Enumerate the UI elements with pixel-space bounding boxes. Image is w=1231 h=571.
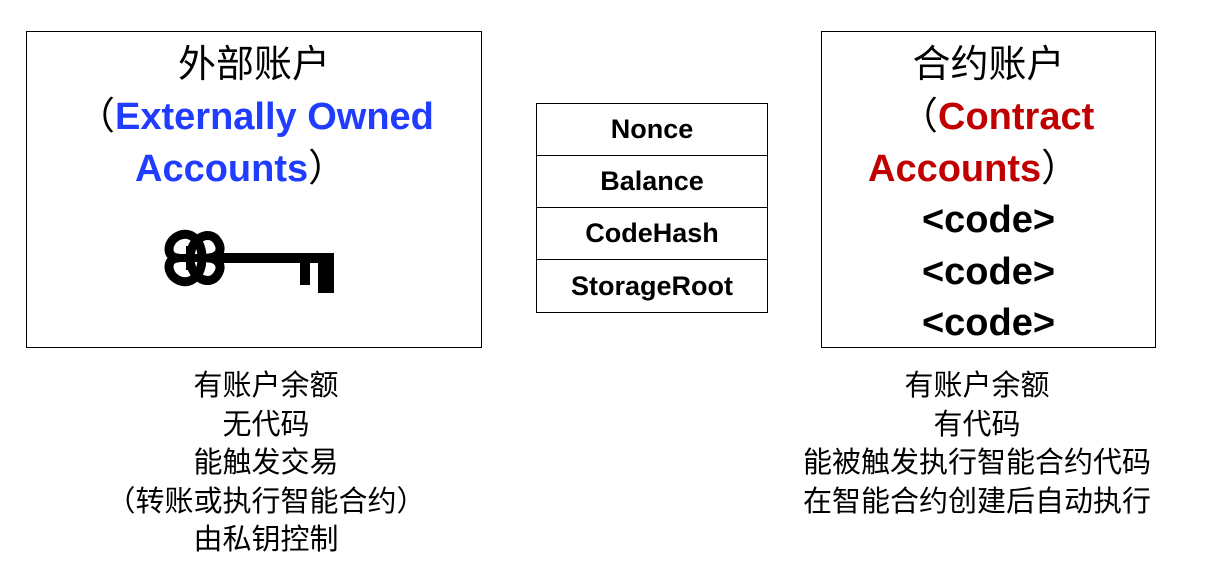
field-storageroot: StorageRoot	[571, 270, 733, 301]
contract-feature: 有代码	[933, 406, 1021, 441]
eoa-name-en-1: Externally Owned	[115, 96, 434, 138]
ca-code-line-2: <code>	[921, 251, 1056, 293]
key-icon	[164, 229, 334, 293]
contract-feature: 在智能合约创建后自动执行	[802, 483, 1151, 518]
eoa-feature: 由私钥控制	[193, 522, 339, 556]
ca-name-en-1: Contract	[938, 96, 1095, 138]
ca-name-line1: （Contract	[900, 93, 1094, 140]
eoa-close-paren: ）	[308, 146, 347, 190]
eoa-title-cn: 外部账户	[177, 42, 330, 86]
eoa-feature: （转账或执行智能合约）	[106, 483, 426, 518]
ca-name-line2: Accounts）	[868, 145, 1079, 192]
eoa-name-line1: （Externally Owned	[77, 93, 434, 140]
field-balance: Balance	[537, 156, 767, 208]
eoa-name-en-2: Accounts	[135, 148, 309, 190]
ca-name-en-2: Accounts	[868, 148, 1042, 190]
eoa-feature: 能触发交易	[193, 445, 339, 479]
eoa-name-line2: Accounts）	[135, 145, 346, 192]
account-fields-table: Nonce Balance CodeHash StorageRoot	[536, 103, 768, 313]
ca-code-line-3: <code>	[921, 302, 1056, 344]
field-nonce: Nonce	[537, 104, 767, 156]
contract-feature: 有账户余额	[904, 368, 1050, 402]
eoa-feature: 无代码	[222, 406, 310, 441]
ca-code-line-1: <code>	[921, 199, 1056, 241]
contract-account-box: 合约账户 （Contract Accounts） <code> <code> <…	[821, 31, 1156, 348]
eoa-feature-list: 有账户余额 无代码 能触发交易 （转账或执行智能合约） 由私钥控制	[86, 366, 446, 559]
ca-title-cn: 合约账户	[912, 42, 1065, 86]
externally-owned-account-box: 外部账户 （Externally Owned Accounts）	[26, 31, 482, 348]
eoa-feature: 有账户余额	[193, 368, 339, 402]
eoa-open-paren: （	[77, 94, 116, 138]
ca-open-paren: （	[900, 94, 939, 138]
contract-feature-list: 有账户余额 有代码 能被触发执行智能合约代码 在智能合约创建后自动执行	[777, 366, 1177, 520]
field-codehash: CodeHash	[537, 208, 767, 260]
ca-close-paren: ）	[1041, 146, 1080, 190]
contract-feature: 能被触发执行智能合约代码	[802, 445, 1151, 479]
